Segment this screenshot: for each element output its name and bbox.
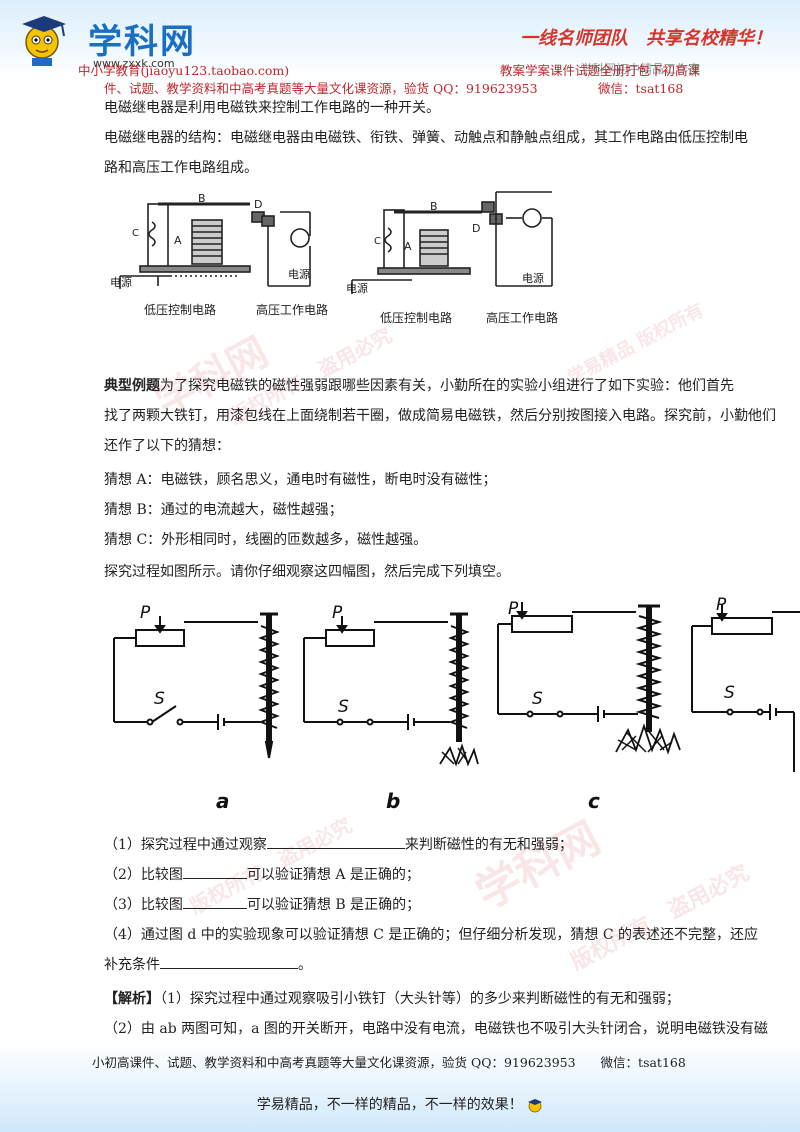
logo-url: www.zxxk.com bbox=[93, 57, 175, 70]
relay-left-label-a: A bbox=[174, 234, 182, 247]
header-line-3-right: 微信：tsat168 bbox=[598, 81, 684, 96]
question-2-suffix: 可以验证猜想 A 是正确的； bbox=[246, 867, 420, 883]
panel-a bbox=[113, 612, 280, 759]
question-1-suffix: 来判断磁性的有无和强弱； bbox=[404, 837, 573, 853]
question-3-prefix: （3）比较图 bbox=[104, 897, 183, 913]
relay-right-label-c: C bbox=[374, 236, 381, 247]
question-2-prefix: （2）比较图 bbox=[104, 867, 183, 883]
site-logo[interactable]: 学科网 www.zxxk.com bbox=[18, 10, 218, 70]
logo-text: 学科网 bbox=[88, 22, 196, 62]
question-4-end: 。 bbox=[298, 957, 312, 973]
example-line-1-text: 为了探究电磁铁的磁性强弱跟哪些因素有关，小勤所在的实验小组进行了如下实验：他们首… bbox=[160, 378, 734, 394]
relay-figures: B D A C 电源 电源 低压控制电路 高压工作电路 B D A C 电源 电… bbox=[110, 191, 558, 325]
relay-figure-left bbox=[119, 202, 311, 289]
relay-figure-right bbox=[351, 191, 553, 294]
question-4-prefix: 补充条件 bbox=[104, 957, 160, 973]
intro-paragraph-1: 电磁继电器是利用电磁铁来控制工作电路的一种开关。 bbox=[104, 100, 440, 116]
experiment-figure: P S P S P S P S a b c bbox=[113, 595, 800, 813]
question-3-blank[interactable] bbox=[182, 894, 247, 909]
relay-left-label-c: C bbox=[132, 228, 139, 239]
intro-paragraph-2b: 路和高压工作电路组成。 bbox=[104, 160, 258, 176]
question-3: （3）比较图 可以验证猜想 B 是正确的； bbox=[104, 894, 420, 914]
relay-left-power-label: 电源 bbox=[110, 275, 132, 289]
guess-a: 猜想 A：电磁铁，顾名思义，通电时有磁性，断电时没有磁性； bbox=[104, 472, 497, 488]
analysis-line-2: （2）由 ab 两图可知，a 图的开关断开，电路中没有电流，电磁铁也不吸引大头针… bbox=[104, 1021, 768, 1037]
header-line-mid: 教案学案课件试题全册打包下初高课 bbox=[500, 63, 701, 78]
analysis-title: 【解析】 bbox=[104, 991, 160, 1007]
relay-right-label-b: B bbox=[430, 200, 438, 213]
relay-right-label-a: A bbox=[404, 240, 412, 253]
question-1-prefix: （1）探究过程中通过观察 bbox=[104, 837, 267, 853]
question-4-blank[interactable] bbox=[160, 954, 298, 969]
panel-d bbox=[691, 604, 800, 772]
panel-d-p-label: P bbox=[716, 595, 727, 615]
analysis-line-1-text: （1）探究过程中通过观察吸引小铁钉（大头针等）的多少来判断磁性的有无和强弱； bbox=[160, 991, 680, 1007]
header-slogan: 一线名师团队 共享名校精华！ bbox=[520, 28, 772, 49]
relay-right-label-d: D bbox=[472, 222, 480, 235]
guess-c: 猜想 C：外形相同时，线圈的匝数越多，磁性越强。 bbox=[104, 532, 428, 548]
header-line-3-left: 件、试题、教学资料和中高考真题等大量文化课资源，验货 QQ：919623953 bbox=[104, 81, 538, 96]
relay-left-label-b: B bbox=[198, 192, 206, 205]
footer-line: 小初高课件、试题、教学资料和中高考真题等大量文化课资源，验货 QQ：919623… bbox=[92, 1055, 686, 1070]
panel-c-s-label: S bbox=[532, 689, 543, 709]
panel-b-p-label: P bbox=[332, 603, 343, 623]
panel-a-s-label: S bbox=[154, 689, 165, 709]
relay-right-power-label-2: 电源 bbox=[522, 271, 544, 285]
mascot-small-icon bbox=[528, 1099, 543, 1113]
question-3-suffix: 可以验证猜想 B 是正确的； bbox=[246, 897, 421, 913]
process-text: 探究过程如图所示。请你仔细观察这四幅图，然后完成下列填空。 bbox=[104, 564, 510, 580]
question-1-blank[interactable] bbox=[266, 834, 405, 849]
panel-a-p-label: P bbox=[140, 603, 151, 623]
relay-right-power-label: 电源 bbox=[346, 281, 368, 295]
footer-slogan-text: 学易精品，不一样的精品，不一样的效果！ bbox=[256, 1097, 523, 1113]
panel-c-p-label: P bbox=[508, 599, 519, 619]
question-4-line-2: 补充条件 。 bbox=[104, 954, 312, 974]
example-line-2: 找了两颗大铁钉，用漆包线在上面绕制若干圈，做成简易电磁铁，然后分别按图接入电路。… bbox=[104, 408, 776, 424]
analysis-line-1: 【解析】（1）探究过程中通过观察吸引小铁钉（大头针等）的多少来判断磁性的有无和强… bbox=[104, 988, 680, 1008]
panel-c bbox=[497, 602, 681, 755]
header-line-1: 中小学教育(jiaoyu123.taobao.com) bbox=[78, 63, 290, 78]
question-2-blank[interactable] bbox=[182, 864, 247, 879]
panel-b-s-label: S bbox=[338, 697, 349, 717]
example-line-3: 还作了以下的猜想： bbox=[104, 438, 230, 454]
intro-paragraph-2a: 电磁继电器的结构：电磁继电器由电磁铁、衔铁、弹簧、动触点和静触点组成，其工作电路… bbox=[104, 130, 748, 146]
panel-a-caption: a bbox=[216, 789, 230, 813]
relay-left-low-label: 低压控制电路 bbox=[144, 302, 216, 317]
panel-c-caption: c bbox=[588, 789, 600, 813]
footer-slogan: 学易精品，不一样的精品，不一样的效果！ bbox=[0, 1094, 800, 1114]
guess-b: 猜想 B：通过的电流越大，磁性越强； bbox=[104, 502, 343, 518]
relay-right-low-label: 低压控制电路 bbox=[380, 310, 452, 325]
panel-b bbox=[303, 612, 479, 767]
example-title: 典型例题 bbox=[104, 378, 160, 394]
question-4-line-1: （4）通过图 d 中的实验现象可以验证猜想 C 是正确的；但仔细分析发现，猜想 … bbox=[104, 927, 758, 943]
mascot-icon bbox=[22, 16, 66, 66]
relay-left-label-d: D bbox=[254, 198, 262, 211]
panel-b-caption: b bbox=[386, 789, 400, 813]
watermark-text-4: 版权所有 盗用必究 bbox=[566, 860, 754, 976]
question-2: （2）比较图 可以验证猜想 A 是正确的； bbox=[104, 864, 420, 884]
footer-background bbox=[0, 1040, 800, 1132]
relay-right-high-label: 高压工作电路 bbox=[486, 310, 558, 325]
header-line-2-right: 学科网初中精品工作室 bbox=[580, 62, 701, 76]
example-line-1: 典型例题为了探究电磁铁的磁性强弱跟哪些因素有关，小勤所在的实验小组进行了如下实验… bbox=[104, 376, 734, 396]
header-background bbox=[0, 0, 800, 80]
question-1: （1）探究过程中通过观察 来判断磁性的有无和强弱； bbox=[104, 834, 573, 854]
panel-d-s-label: S bbox=[724, 683, 735, 703]
relay-left-power-label-2: 电源 bbox=[288, 267, 310, 281]
relay-left-high-label: 高压工作电路 bbox=[256, 302, 328, 317]
